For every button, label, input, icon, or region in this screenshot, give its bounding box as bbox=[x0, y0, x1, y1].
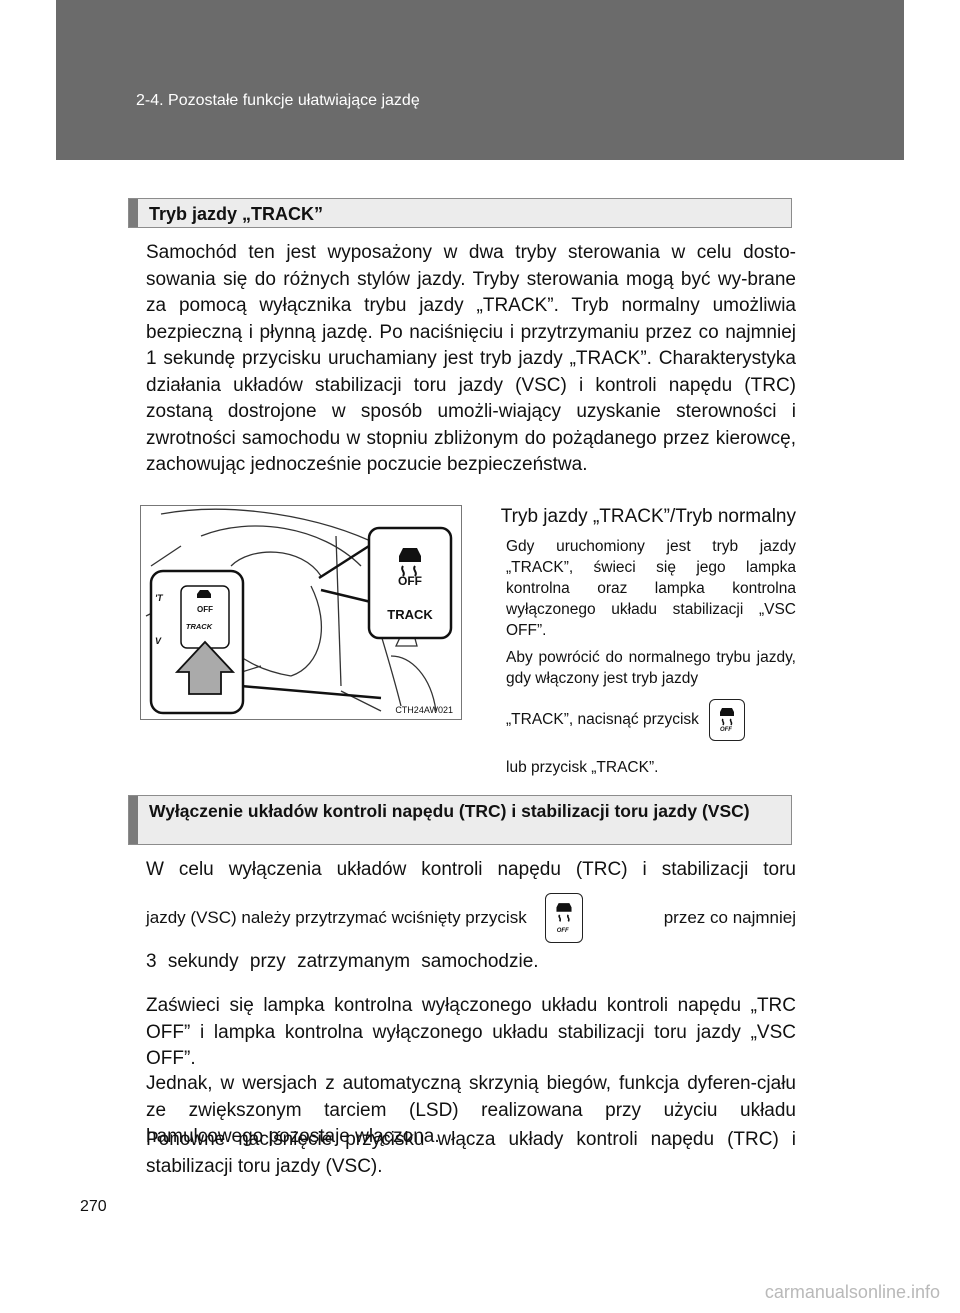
track-note: Gdy uruchomiony jest tryb jazdy „TRACK”,… bbox=[506, 538, 796, 639]
trc-vsc-before: jazdy (VSC) należy przytrzymać wciśnięty… bbox=[146, 908, 527, 927]
vsc-off-icon-label: OFF bbox=[719, 727, 732, 733]
side-label-t: 'T bbox=[155, 593, 164, 603]
small-button-off-label: OFF bbox=[197, 605, 213, 614]
lsd-description: Jednak, w wersjach z automatyczną skrzyn… bbox=[146, 1073, 796, 1147]
trc-vsc-line2: jazdy (VSC) należy przytrzymać wciśnięty… bbox=[146, 893, 796, 943]
side-label-v: V bbox=[155, 636, 162, 646]
dashboard-illustration: OFF TRACK OFF TRACK 'T V CTH24AW021 bbox=[140, 505, 462, 720]
mode-notes: Tryb jazdy „TRACK”/Tryb normalny Gdy uru… bbox=[484, 505, 796, 778]
dashboard-drawing: OFF TRACK OFF TRACK 'T V CTH24AW021 bbox=[145, 508, 453, 715]
mode-subheading: Tryb jazdy „TRACK”/Tryb normalny bbox=[500, 506, 796, 527]
track-description: Samochód ten jest wyposażony w dwa tryby… bbox=[146, 242, 796, 475]
page-header: 2-4. Pozostałe funkcje ułatwiające jazdę bbox=[56, 0, 904, 160]
section-heading-track: Tryb jazdy „TRACK” bbox=[128, 198, 792, 228]
trc-vsc-line3: 3 sekundy przy zatrzymanym samochodzie. bbox=[146, 951, 539, 972]
section-title: Wyłączenie układów kontroli napędu (TRC)… bbox=[149, 801, 750, 821]
vsc-off-icon-label: OFF bbox=[556, 928, 569, 934]
big-button-track-label: TRACK bbox=[387, 607, 433, 622]
vsc-off-icon: OFF bbox=[708, 699, 745, 741]
return-note-c: lub przycisk „TRACK”. bbox=[506, 759, 659, 776]
big-button-off-label: OFF bbox=[398, 574, 422, 588]
up-arrow-icon bbox=[174, 640, 236, 695]
trc-off-description: Zaświeci się lampka kontrolna wyłączoneg… bbox=[146, 995, 796, 1069]
section-bar bbox=[129, 796, 138, 844]
return-note-b: „TRACK”, nacisnąć przycisk bbox=[506, 711, 699, 728]
reactivate-description: Ponowne naciśnięcie przycisku włącza ukł… bbox=[146, 1129, 796, 1177]
vsc-off-icon: OFF bbox=[544, 893, 583, 943]
return-note-a: Aby powrócić do normalnego trybu jazdy, … bbox=[506, 649, 796, 687]
trc-vsc-line1: W celu wyłączenia układów kontroli napęd… bbox=[146, 859, 796, 880]
trc-vsc-after: przez co najmniej bbox=[663, 908, 796, 927]
page-number: 270 bbox=[80, 1198, 107, 1215]
header-title: 2-4. Pozostałe funkcje ułatwiające jazdę bbox=[136, 92, 420, 109]
illustration-code: CTH24AW021 bbox=[395, 705, 453, 715]
section-heading-trc-vsc: Wyłączenie układów kontroli napędu (TRC)… bbox=[128, 795, 792, 845]
small-button-track-label: TRACK bbox=[186, 622, 213, 631]
section-bar bbox=[129, 199, 138, 227]
section-title: Tryb jazdy „TRACK” bbox=[149, 204, 324, 224]
watermark: carmanualsonline.info bbox=[764, 1282, 940, 1302]
return-note-b-row: „TRACK”, nacisnąć przycisk OFF bbox=[506, 697, 796, 743]
